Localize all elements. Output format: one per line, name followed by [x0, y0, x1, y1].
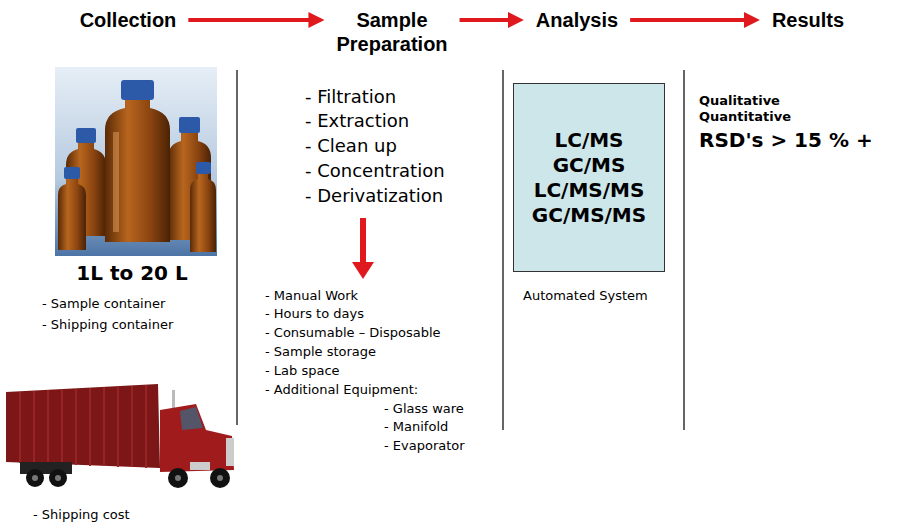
stage-heading: Sample Preparation [336, 8, 447, 56]
note-text: - Additional Equipment: [265, 382, 418, 398]
note-text: - Consumable – Disposable [265, 325, 441, 341]
stage-heading: Collection [80, 8, 177, 32]
column-separator [502, 70, 504, 430]
bottle-highlight [113, 132, 119, 232]
wheel-hub [32, 475, 38, 481]
truck-trailer [6, 384, 160, 468]
volume-range: 1L to 20 L [76, 261, 187, 285]
note-text: - Manual Work [265, 288, 358, 304]
wheel-hub [55, 475, 61, 481]
amber-bottle [105, 98, 170, 242]
step-item: - Filtration [305, 86, 396, 108]
column-separator [236, 70, 238, 425]
node-text: Analysis [536, 8, 618, 32]
truck-grille [226, 438, 234, 466]
node-text: Sample Preparation [336, 8, 447, 56]
note-text: - Hours to days [265, 306, 364, 322]
note-text: - Shipping cost [33, 507, 130, 523]
step-item: - Extraction [305, 110, 409, 132]
wheel [26, 469, 44, 487]
fuel-tank [190, 462, 210, 470]
note-text: - Glass ware [384, 401, 464, 417]
note-text: - Manifold [384, 419, 448, 435]
result-value: RSD's > 15 % + [699, 128, 873, 152]
truck-cab [160, 404, 234, 472]
result-type: Quantitative [699, 109, 791, 125]
wheel [210, 468, 230, 488]
flow-arrow [188, 18, 314, 22]
step-item: - Concentration [305, 160, 445, 182]
node-text: LC/MS GC/MS LC/MS/MS GC/MS/MS [532, 128, 646, 228]
bottle-cap [64, 167, 80, 179]
note-text: - Sample container [42, 296, 165, 312]
flow-arrow [460, 18, 514, 22]
note-text: - Evaporator [384, 438, 465, 454]
result-type: Qualitative [699, 93, 780, 109]
wheel-hub [217, 475, 223, 481]
stage-heading: Results [772, 8, 844, 32]
bottle-cap [196, 162, 211, 174]
down-arrow-shaft [360, 218, 366, 263]
step-item: - Derivatization [305, 185, 443, 207]
node-text: Results [772, 8, 844, 32]
note-text: - Sample storage [265, 344, 376, 360]
truck-illustration [6, 384, 234, 488]
stage-heading: Analysis [536, 8, 618, 32]
bottles-photo [55, 67, 217, 256]
wheel-hub [175, 475, 181, 481]
analysis-box: LC/MS GC/MS LC/MS/MS GC/MS/MS [513, 83, 665, 272]
note-text: - Lab space [265, 363, 340, 379]
bottle-cap [179, 117, 200, 133]
box-caption: Automated System [523, 288, 648, 304]
bottle-cap [76, 128, 96, 143]
wheel [49, 469, 67, 487]
wheel [168, 468, 188, 488]
bottle-cap [121, 80, 154, 100]
down-arrow-head [352, 262, 374, 279]
column-separator [683, 70, 685, 430]
node-text: Collection [80, 8, 177, 32]
flow-arrow [630, 18, 750, 22]
step-item: - Clean up [305, 135, 397, 157]
photo-background [55, 67, 217, 256]
truck-windshield [180, 407, 203, 430]
amber-bottle [190, 173, 216, 252]
amber-bottle [58, 178, 86, 250]
note-text: - Shipping container [42, 317, 173, 333]
trailer-ribs [20, 385, 146, 468]
